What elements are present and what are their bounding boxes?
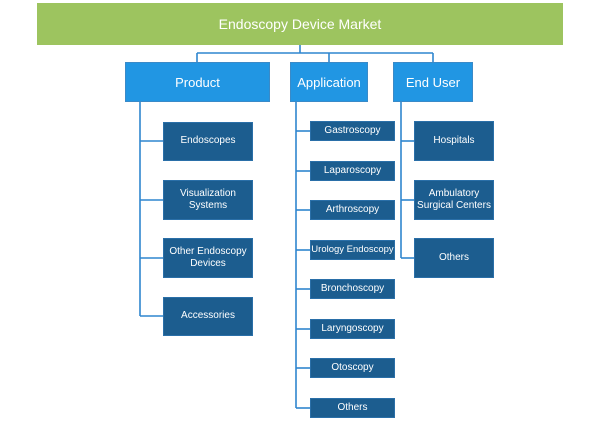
- product-node-endoscopes: Endoscopes: [163, 122, 253, 161]
- leaf-label: Laparoscopy: [323, 164, 382, 176]
- category-product: Product: [125, 62, 270, 102]
- leaf-label: Other Endoscopy Devices: [169, 245, 247, 270]
- leaf-label: Bronchoscopy: [320, 282, 385, 294]
- product-node-other-endoscopy-devices: Other Endoscopy Devices: [163, 238, 253, 278]
- application-node-urology-endoscopy: Urology Endoscopy: [310, 240, 395, 260]
- leaf-label: Otoscopy: [331, 361, 374, 373]
- application-node-arthroscopy: Arthroscopy: [310, 200, 395, 220]
- leaf-label: Ambulatory Surgical Centers: [417, 187, 491, 212]
- end-user-node-hospitals: Hospitals: [414, 121, 494, 161]
- category-end-user: End User: [393, 62, 473, 102]
- leaf-label: Laryngoscopy: [321, 322, 384, 334]
- category-label: Product: [175, 74, 220, 90]
- end-user-node-others: Others: [414, 238, 494, 278]
- leaf-label: Visualization Systems: [180, 187, 236, 212]
- leaf-label: Endoscopes: [180, 135, 236, 147]
- root-node: Endoscopy Device Market: [37, 3, 563, 45]
- leaf-label: Arthroscopy: [325, 203, 380, 215]
- leaf-label: Gastroscopy: [324, 124, 381, 136]
- product-node-visualization-systems: Visualization Systems: [163, 180, 253, 220]
- category-label: Application: [297, 74, 361, 90]
- leaf-label: Hospitals: [433, 134, 475, 146]
- category-label: End User: [405, 74, 461, 90]
- application-node-laparoscopy: Laparoscopy: [310, 161, 395, 181]
- application-node-others: Others: [310, 398, 395, 418]
- leaf-label: Others: [337, 401, 368, 413]
- product-node-accessories: Accessories: [163, 297, 253, 336]
- leaf-label: Others: [438, 251, 469, 263]
- application-node-laryngoscopy: Laryngoscopy: [310, 319, 395, 339]
- category-application: Application: [290, 62, 368, 102]
- leaf-label: Urology Endoscopy: [311, 244, 394, 256]
- end-user-node-ambulatory-surgical-centers: Ambulatory Surgical Centers: [414, 180, 494, 220]
- application-node-otoscopy: Otoscopy: [310, 358, 395, 378]
- application-node-bronchoscopy: Bronchoscopy: [310, 279, 395, 299]
- application-node-gastroscopy: Gastroscopy: [310, 121, 395, 141]
- root-label: Endoscopy Device Market: [218, 16, 382, 32]
- leaf-label: Accessories: [181, 310, 235, 322]
